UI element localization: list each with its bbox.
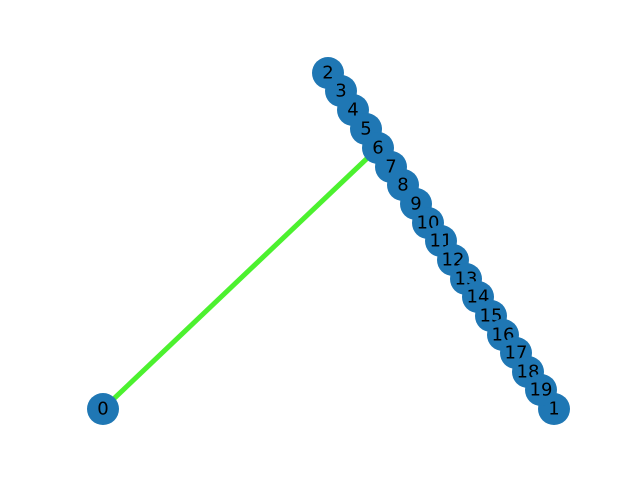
node-circle xyxy=(87,393,119,425)
edges-layer xyxy=(101,146,380,411)
node-0: 0 xyxy=(87,393,119,425)
node-label: 19 xyxy=(530,380,553,401)
node-label: 1 xyxy=(548,399,559,420)
node-label: 3 xyxy=(335,81,346,102)
node-label: 9 xyxy=(410,194,421,215)
node-label: 5 xyxy=(360,119,371,140)
node-label: 8 xyxy=(397,175,408,196)
node-label: 4 xyxy=(347,100,358,121)
node-label: 2 xyxy=(322,63,333,84)
node-label: 0 xyxy=(97,399,108,420)
node-label: 6 xyxy=(372,138,383,159)
node-circle xyxy=(525,374,557,406)
edge-0-6 xyxy=(101,146,380,411)
node-19: 19 xyxy=(525,374,557,406)
node-label: 7 xyxy=(385,157,396,178)
